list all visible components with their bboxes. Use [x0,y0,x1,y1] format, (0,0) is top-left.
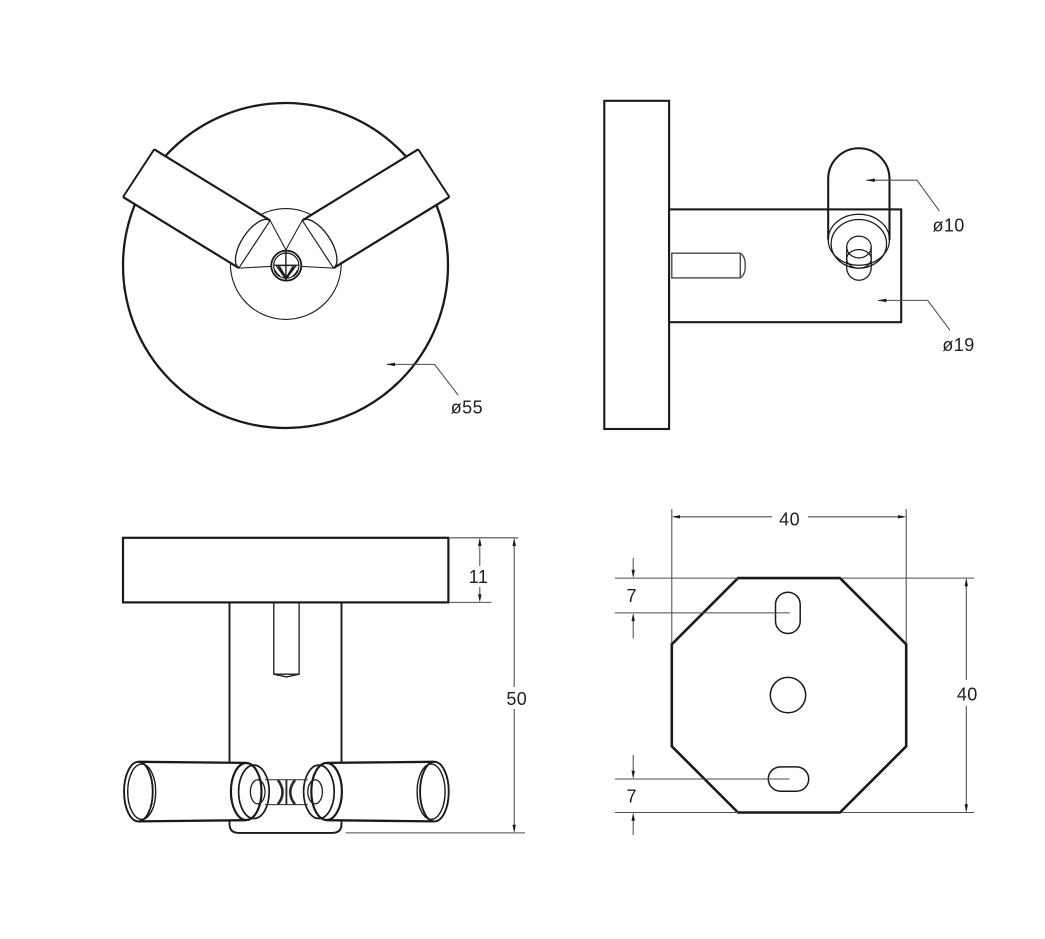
svg-text:11: 11 [469,567,489,587]
svg-text:7: 7 [626,586,636,606]
svg-text:40: 40 [957,685,978,705]
svg-text:ø10: ø10 [932,215,964,235]
svg-text:50: 50 [506,689,527,709]
svg-text:40: 40 [779,510,800,530]
svg-text:7: 7 [626,786,636,806]
svg-text:ø19: ø19 [942,335,974,355]
svg-text:ø55: ø55 [451,398,483,418]
